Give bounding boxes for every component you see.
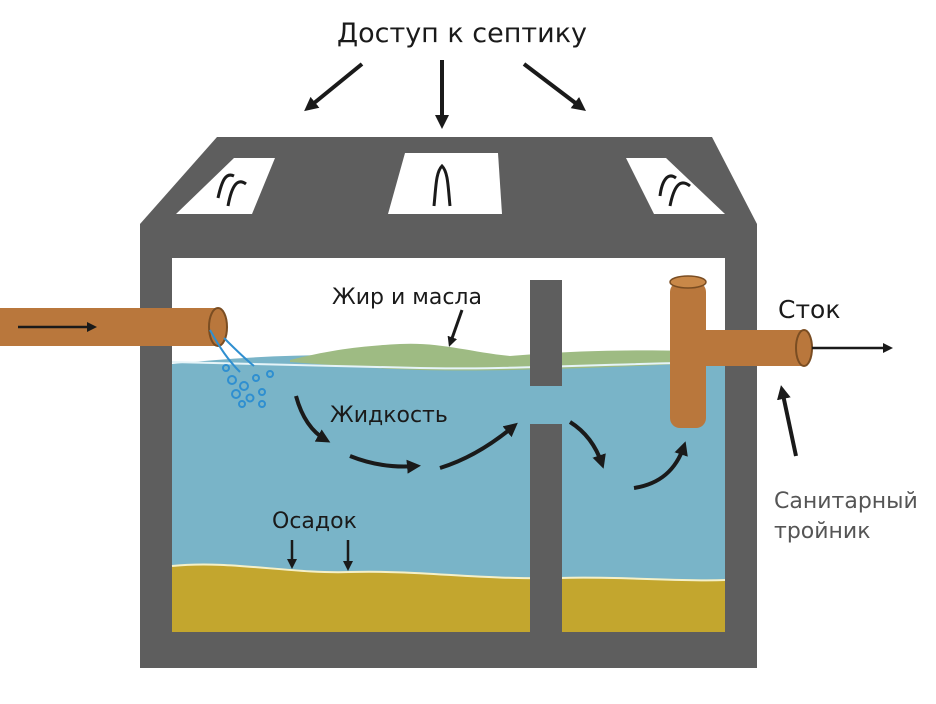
baffle-top xyxy=(530,280,562,386)
sanitary-tee xyxy=(669,275,813,428)
fat-oil-label: Жир и масла xyxy=(332,285,482,310)
flow-arrow-1 xyxy=(294,395,331,443)
access-arrow-right xyxy=(522,62,586,112)
liquid-label: Жидкость xyxy=(330,403,448,428)
access-hatch-center xyxy=(388,153,502,214)
fat-oil-pointer xyxy=(447,309,464,347)
tee-label-line2: тройник xyxy=(774,519,871,544)
sludge-layer xyxy=(172,564,725,632)
flow-arrow-3 xyxy=(439,422,518,470)
access-arrow-left xyxy=(304,62,364,112)
inlet-splash xyxy=(209,329,274,408)
flow-arrow-5 xyxy=(633,441,688,490)
access-hatch-left xyxy=(176,158,275,214)
tee-pointer-arrow xyxy=(777,385,798,457)
sludge-surface-line xyxy=(171,563,726,582)
access-hatch-right xyxy=(626,158,725,214)
sediment-label: Осадок xyxy=(272,509,357,534)
tee-label-line1: Санитарный xyxy=(774,489,918,514)
flow-arrow-2 xyxy=(349,454,421,474)
access-label: Доступ к септику xyxy=(337,18,587,49)
baffle-bottom xyxy=(530,424,562,632)
outlet-label: Сток xyxy=(778,295,840,324)
flow-arrow-4 xyxy=(568,420,606,469)
inlet-pipe xyxy=(0,307,228,347)
